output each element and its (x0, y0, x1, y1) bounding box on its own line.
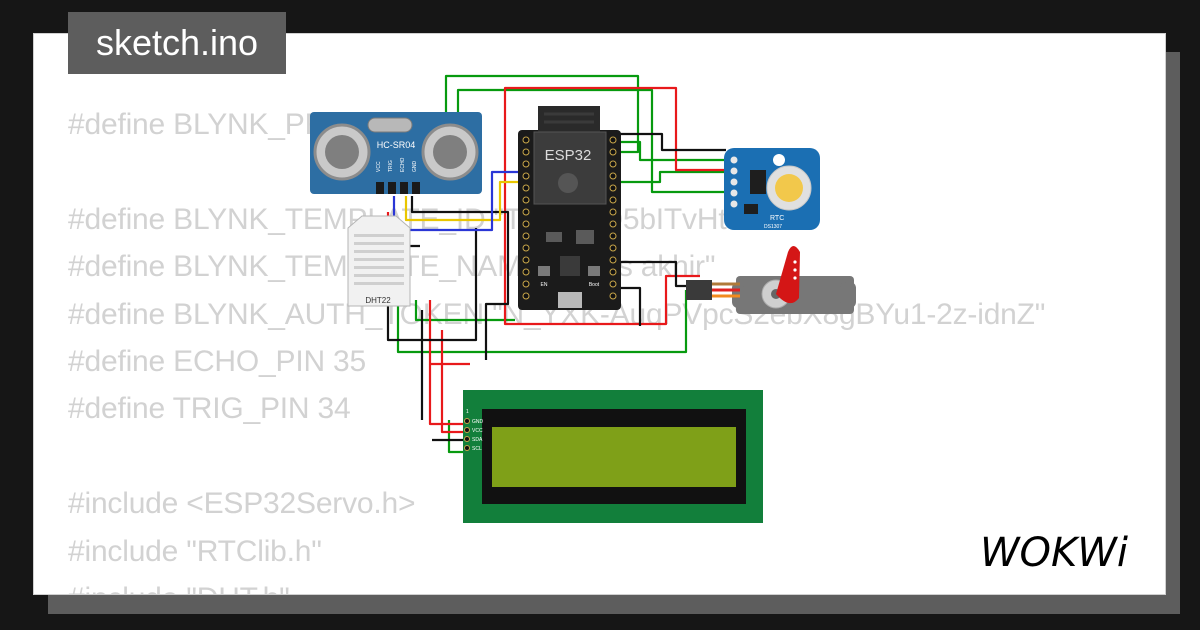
esp32-module (533, 131, 607, 205)
pin-label: TRIG (388, 160, 394, 172)
wire-green (447, 420, 466, 454)
wire-black (620, 132, 726, 152)
pin-header[interactable] (730, 178, 738, 186)
lcd-pin-label: SDA (472, 437, 483, 443)
esp32-chip (546, 232, 562, 242)
boot-button[interactable] (588, 266, 600, 276)
esp32-board[interactable]: ESP32 EN Boot (518, 106, 621, 310)
code-line: #include "RTClib.h" (68, 534, 322, 568)
wire-red (440, 330, 466, 434)
en-label: EN (541, 282, 548, 288)
code-line: #define ECHO_PIN 35 (68, 344, 367, 378)
wire-red (503, 86, 726, 172)
dht-label: DHT22 (365, 296, 391, 305)
antenna-trace (544, 112, 594, 124)
boot-label: Boot (589, 282, 600, 288)
rtc-module[interactable]: RTC DS1307 (724, 148, 820, 230)
lcd-pin1-label: 1 (466, 409, 469, 415)
file-tab[interactable]: sketch.ino (68, 12, 286, 74)
servo-mount (840, 282, 856, 308)
dht-grille (354, 234, 404, 285)
pin-header[interactable] (730, 156, 738, 164)
espressif-logo-icon (558, 173, 578, 193)
servo-horn[interactable] (776, 246, 800, 304)
pin-label: VCC (376, 161, 382, 172)
lcd-pin-label: SCL (472, 446, 482, 452)
crystal-icon (367, 117, 413, 133)
pin-header[interactable] (730, 200, 738, 208)
lcd-display[interactable]: 1 GND VCC SDA SCL (463, 390, 763, 523)
wire-green (456, 88, 726, 194)
wire-red (428, 300, 470, 366)
lcd-pin[interactable] (464, 418, 470, 424)
antenna (538, 106, 600, 134)
pin-label: GND (412, 161, 418, 173)
rtc-label: RTC (770, 215, 784, 222)
lcd-pin[interactable] (464, 427, 470, 433)
wokwi-wordmark: WOKWi (980, 530, 1128, 576)
rtc-chip-label: DS1307 (764, 224, 782, 230)
wire-black (386, 228, 478, 342)
wire-red (503, 130, 700, 326)
esp32-label: ESP32 (545, 147, 592, 164)
wire-green (414, 300, 515, 322)
transducer-left-mesh (325, 135, 359, 169)
wire-black (410, 196, 510, 360)
pin-header[interactable] (412, 182, 420, 194)
rtc-crystal (744, 204, 758, 214)
pin-header[interactable] (730, 167, 738, 175)
pin-header[interactable] (730, 189, 738, 197)
servo-motor[interactable] (686, 246, 856, 314)
wokwi-logo: WOKWi (974, 526, 1150, 576)
lcd-pin[interactable] (464, 445, 470, 451)
wire-green (444, 74, 640, 154)
usb-port (558, 292, 582, 308)
brand-name: WOKWi (980, 530, 1128, 574)
wire-green (396, 290, 688, 354)
en-button[interactable] (538, 266, 550, 276)
esp32-regulator (576, 230, 594, 244)
lcd-screen (492, 427, 736, 487)
lcd-pin[interactable] (464, 436, 470, 442)
code-line: #define TRIG_PIN 34 (68, 392, 351, 426)
wire-green (620, 140, 726, 162)
rtc-chip (750, 170, 766, 194)
transducer-right-mesh (433, 135, 467, 169)
servo-connector[interactable] (686, 280, 712, 300)
usb-uart-chip (560, 256, 580, 276)
ultrasonic-label: HC-SR04 (377, 140, 416, 150)
lcd-pin-label: VCC (472, 428, 483, 434)
wire-green (620, 170, 726, 184)
wire-red (428, 364, 470, 426)
coin-battery-icon (775, 174, 803, 202)
ultrasonic-sensor[interactable]: HC-SR04 VCC TRIG ECHO GND (310, 112, 482, 194)
code-line: #include "DHT.h" (68, 575, 1045, 594)
pin-header[interactable] (400, 182, 408, 194)
pin-label: ECHO (400, 157, 406, 172)
pin-header[interactable] (388, 182, 396, 194)
pin-header[interactable] (376, 182, 384, 194)
dht-sensor[interactable]: DHT22 (347, 215, 411, 307)
wire-yellow (404, 180, 520, 222)
adafruit-logo-icon (773, 154, 785, 166)
code-line: #include <ESP32Servo.h> (68, 487, 416, 521)
lcd-pin-label: GND (472, 419, 484, 425)
